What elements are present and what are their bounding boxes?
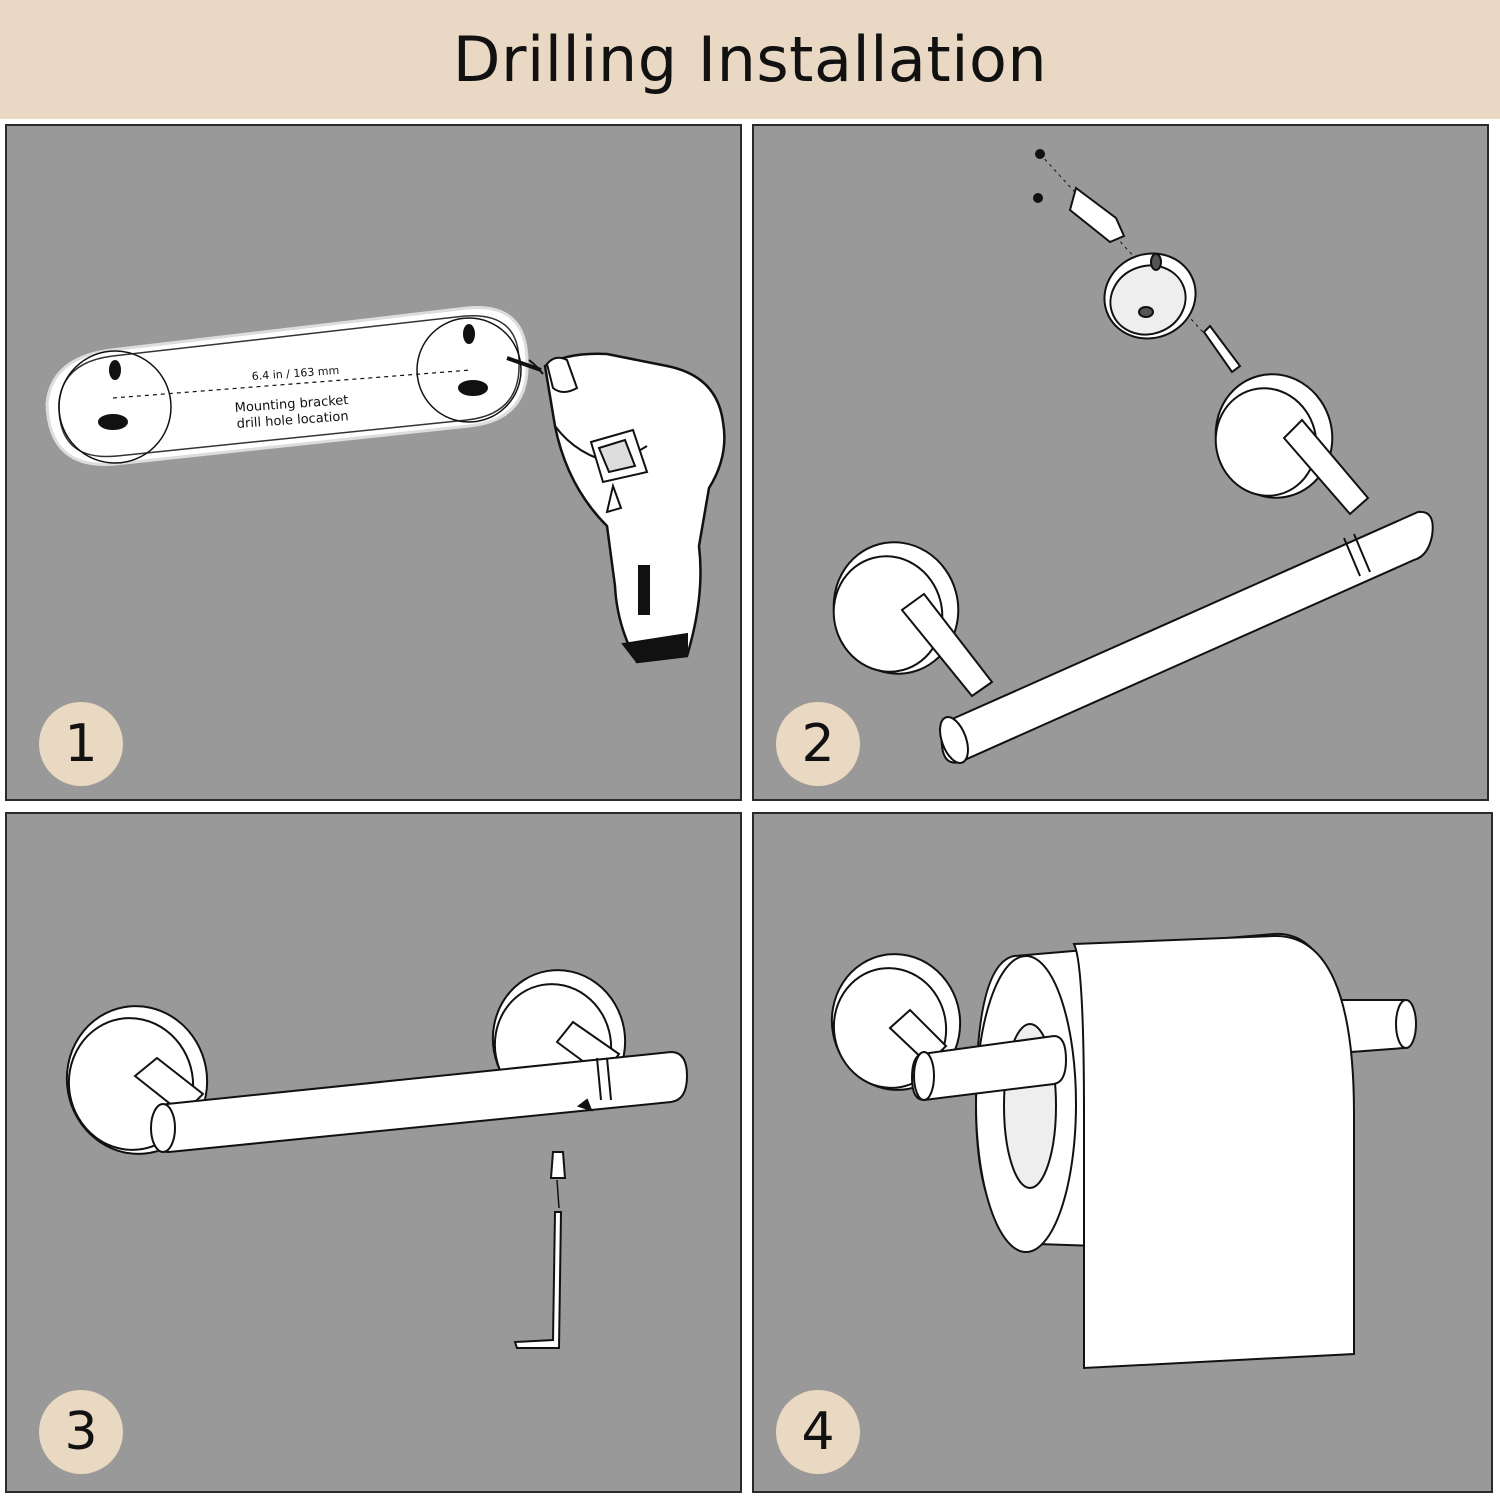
dimension-label: 6.4 in / 163 mm <box>251 364 339 383</box>
step-number-badge: 1 <box>39 702 123 786</box>
step-4-panel: 4 <box>752 812 1493 1493</box>
hex-key-icon <box>513 1211 563 1349</box>
paper-bar <box>940 510 1434 764</box>
hole-right-top <box>463 324 475 344</box>
page-title: Drilling Installation <box>452 23 1048 96</box>
step-1-illustration: 6.4 in / 163 mm Mounting bracket drill h… <box>45 305 726 664</box>
step-2-illustration <box>832 149 1434 764</box>
title-bar: Drilling Installation <box>0 0 1500 119</box>
set-screw-icon <box>549 1151 567 1179</box>
hole-left-bottom <box>98 414 128 430</box>
hole-left-top <box>109 360 121 380</box>
step-2-panel: 2 <box>752 124 1489 801</box>
power-drill <box>506 352 726 664</box>
step-number-badge: 4 <box>776 1390 860 1474</box>
hole-right-bottom <box>458 380 488 396</box>
screw-icon <box>1202 324 1242 374</box>
step-3-illustration <box>65 969 689 1349</box>
paper-sheet <box>1072 934 1355 1370</box>
step-3-panel: 3 <box>5 812 742 1493</box>
step-4-illustration <box>830 932 1417 1370</box>
wall-anchor-icon <box>1068 186 1126 244</box>
step-number-badge: 3 <box>39 1390 123 1474</box>
step-1-panel: 6.4 in / 163 mm Mounting bracket drill h… <box>5 124 742 801</box>
step-number-badge: 2 <box>776 702 860 786</box>
